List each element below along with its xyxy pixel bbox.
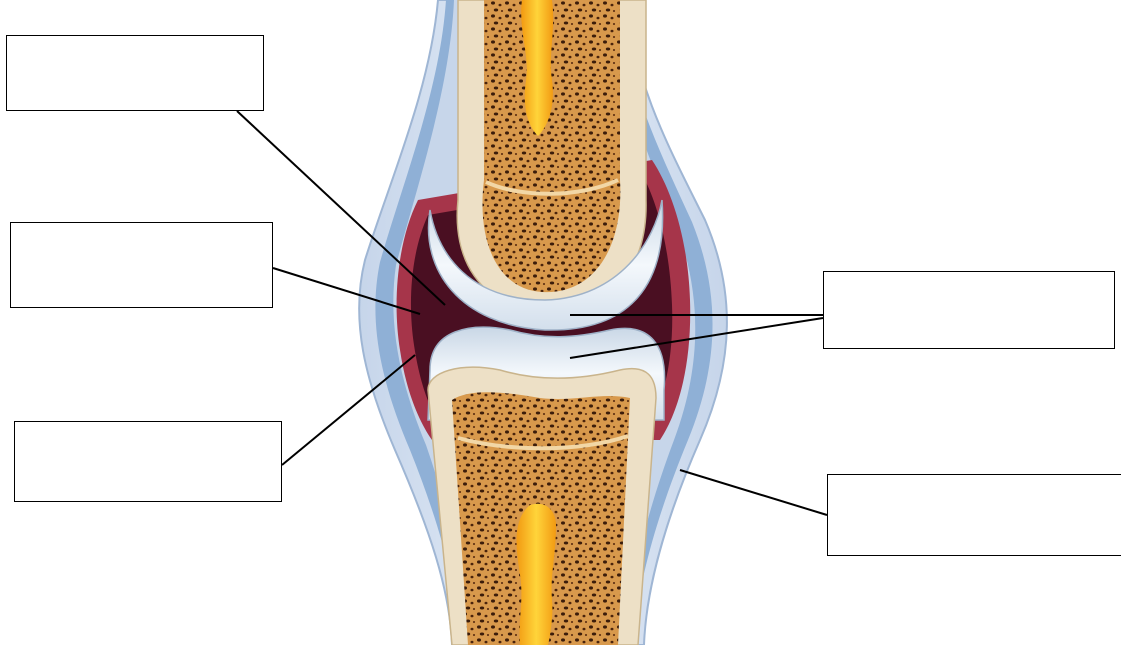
label-box-bottom-left[interactable] [14, 421, 282, 502]
upper-bone [428, 0, 662, 330]
label-box-top-left[interactable] [6, 35, 264, 111]
label-box-middle-left[interactable] [10, 222, 273, 308]
lower-bone-marrow [517, 504, 556, 645]
label-box-middle-right[interactable] [823, 271, 1115, 349]
lower-bone [428, 327, 665, 645]
label-box-bottom-right[interactable] [827, 474, 1121, 556]
leader-line-bottom-right [680, 470, 827, 515]
